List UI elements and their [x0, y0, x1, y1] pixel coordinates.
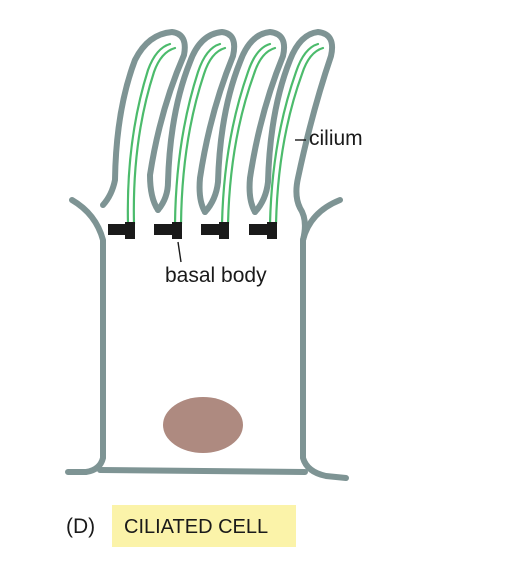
cilium-membrane-1 — [100, 29, 188, 213]
basal-body-leader-line — [177, 241, 182, 263]
basal-body-3-horizontal — [201, 224, 221, 235]
basal-body-label: basal body — [165, 264, 267, 287]
caption-background — [112, 505, 296, 547]
basal-body-1-vertical — [125, 222, 135, 239]
cilium-label: cilium — [309, 127, 363, 150]
basal-body-4-vertical — [267, 222, 277, 239]
nucleus — [163, 397, 243, 453]
axoneme-1b — [132, 46, 177, 226]
basal-body-3-vertical — [219, 222, 229, 239]
axonemes — [126, 42, 325, 226]
axoneme-3b — [226, 46, 277, 226]
basal-bodies — [108, 222, 277, 239]
cell-membrane — [65, 197, 349, 481]
axoneme-4a — [268, 42, 320, 226]
cilium-membrane-3 — [202, 29, 288, 215]
cell-right-wall — [300, 197, 349, 481]
basal-body-4-horizontal — [249, 224, 269, 235]
basal-body-2-vertical — [172, 222, 182, 239]
basal-body-1-horizontal — [108, 224, 128, 235]
basal-body-2-horizontal — [154, 224, 174, 235]
cilium-membrane-4 — [252, 29, 336, 243]
axoneme-1a — [126, 42, 172, 226]
cilium-membrane-2 — [155, 29, 238, 215]
cilia-membranes — [100, 29, 336, 243]
axoneme-4b — [274, 46, 325, 226]
axoneme-3a — [220, 42, 272, 226]
panel-letter: (D) — [66, 515, 95, 538]
axoneme-2a — [173, 42, 222, 226]
cell-left-wall — [65, 197, 106, 475]
axoneme-2b — [179, 46, 227, 226]
caption-title: CILIATED CELL — [124, 516, 268, 538]
cell-basal-membrane — [97, 467, 308, 475]
